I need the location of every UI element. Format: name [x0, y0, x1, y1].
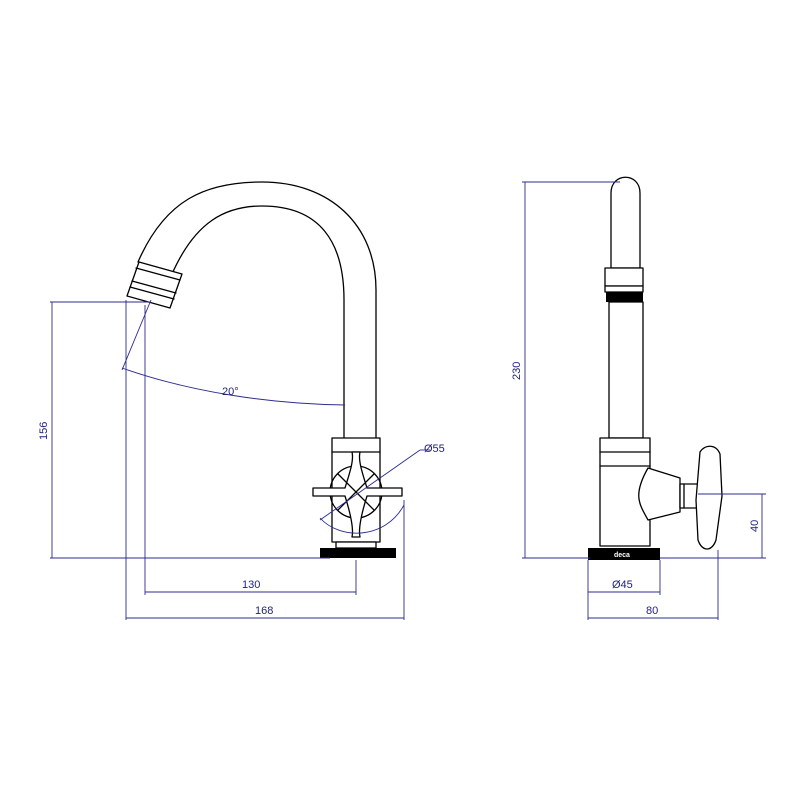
cross-handle	[312, 451, 403, 538]
dim-overall-height: 230	[511, 362, 523, 380]
dim-height-outlet: 156	[38, 422, 50, 440]
dim-angle: 20°	[222, 386, 239, 398]
aerator	[126, 261, 183, 309]
dim-reach-spout: 130	[242, 579, 260, 591]
brand-label: deca	[614, 552, 630, 559]
front-dimensions: 20° 156 Ø55 130 168	[38, 299, 445, 620]
dim-base-diameter: Ø45	[612, 579, 633, 591]
front-view	[126, 181, 403, 558]
dim-handle-height: 40	[749, 520, 761, 532]
side-spout-top	[610, 176, 641, 269]
dim-handle-diameter: Ø55	[424, 443, 445, 455]
spout-inner	[171, 205, 345, 439]
side-aerator	[606, 292, 643, 302]
side-handle	[695, 445, 723, 550]
dim-overall-width: 168	[255, 605, 273, 617]
base-plate	[320, 548, 396, 558]
dim-base-depth: 80	[646, 605, 658, 617]
side-view: deca	[588, 176, 723, 560]
spout-outer	[137, 181, 377, 439]
side-dimensions: 230 Ø45 80 40	[511, 181, 766, 620]
